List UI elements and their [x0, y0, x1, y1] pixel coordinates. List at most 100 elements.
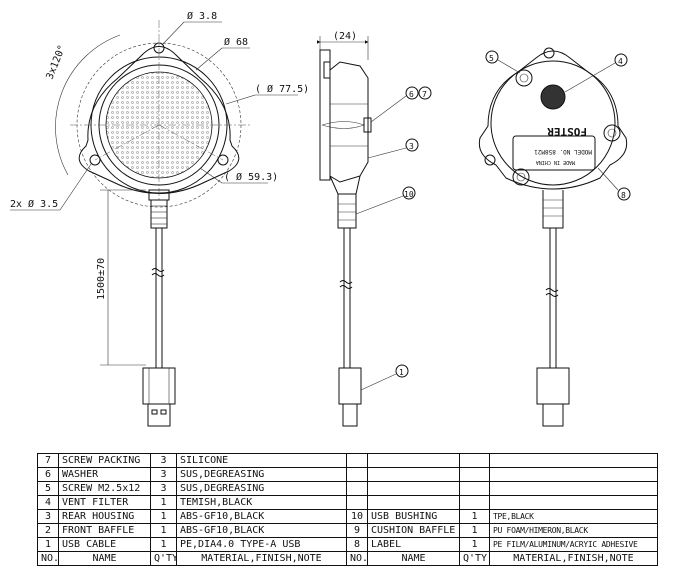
bom-cell-qty [459, 453, 490, 468]
bom-cell-qty: Q'TY [459, 551, 490, 566]
screw-bottom [512, 168, 530, 186]
bom-cell-qty [459, 467, 490, 482]
angle-arc [55, 34, 121, 176]
dim-grill-diameter: Ø 68 [224, 36, 248, 48]
vent-screw-profile [363, 117, 372, 133]
callout-6: 6 [409, 90, 414, 99]
dim-mount-holes: 2x Ø 3.5 [10, 198, 58, 210]
bom-cell-no: 5 [37, 481, 59, 496]
dim-angle: 3x120° [45, 44, 69, 82]
bom-cell-material: TPE,BLACK [489, 509, 658, 524]
rear-housing-circle [490, 60, 616, 186]
bom-cell-qty: 1 [150, 509, 177, 524]
bom-cell-no: 4 [37, 495, 59, 510]
bom-cell-material: ABS-GF10,BLACK [176, 523, 347, 538]
bom-cell-material: SUS,DEGREASING [176, 467, 347, 482]
bom-cell-no [346, 481, 368, 496]
bom-cell-material [489, 481, 658, 496]
dim-cable-length: 1500±70 [96, 258, 107, 300]
bom-cell-qty: 1 [150, 537, 177, 552]
callout-7: 7 [422, 90, 427, 99]
usb-plug-rear [536, 367, 570, 405]
bom-cell-name: LABEL [367, 537, 460, 552]
bom-cell-name: FRONT BAFFLE [58, 523, 151, 538]
bom-cell-no: NO. [37, 551, 59, 566]
bom-cell-qty: 3 [150, 453, 177, 468]
bom-cell-material: PU FOAM/HIMERON,BLACK [489, 523, 658, 538]
usb-bushing-side [337, 194, 357, 229]
bom-cell-name: SCREW M2.5x12 [58, 481, 151, 496]
rear-housing-profile [329, 61, 369, 183]
bom-cell-qty: 1 [150, 523, 177, 538]
bom-cell-qty [459, 481, 490, 496]
bom-cell-no: 2 [37, 523, 59, 538]
bom-cell-material [489, 453, 658, 468]
bom-cell-no: 9 [346, 523, 368, 538]
bom-cell-name [367, 453, 460, 468]
bom-cell-name: USB CABLE [58, 537, 151, 552]
bom-cell-qty: 1 [150, 495, 177, 510]
vent-filter [540, 84, 566, 110]
bom-cell-qty: 3 [150, 481, 177, 496]
screw-right [603, 124, 621, 142]
front-baffle-profile [319, 49, 331, 181]
bom-cell-no [346, 453, 368, 468]
bom-cell-name [367, 481, 460, 496]
mount-hole-right [217, 154, 229, 166]
usb-bushing-rear [542, 190, 564, 229]
side-view: (24) 6 7 3 10 1 [317, 31, 432, 427]
bom-cell-no: 6 [37, 467, 59, 482]
label-model: MODEL NO. 858M21 [534, 148, 592, 155]
dim-baffle-diameter: ( Ø 77.5) [255, 83, 309, 95]
bom-cell-qty: 1 [459, 509, 490, 524]
dim-hole-diameter: Ø 3.8 [187, 10, 217, 22]
bom-cell-name: USB BUSHING [367, 509, 460, 524]
bom-cell-no [346, 467, 368, 482]
bom-cell-no: 3 [37, 509, 59, 524]
bom-cell-name: NAME [58, 551, 151, 566]
bom-cell-material: MATERIAL,FINISH,NOTE [489, 551, 658, 566]
bom-cell-name: SCREW PACKING [58, 453, 151, 468]
callout-1: 1 [399, 368, 404, 377]
bom-cell-material [489, 467, 658, 482]
callout-5: 5 [489, 54, 494, 63]
bom-cell-name: CUSHION BAFFLE [367, 523, 460, 538]
bom-cell-qty: 1 [459, 523, 490, 538]
screw-top [515, 69, 533, 87]
foster-logo: FOSTER [547, 125, 587, 138]
product-label [512, 135, 596, 171]
bom-cell-material: PE FILM/ALUMINUM/ACRYIC ADHESIVE [489, 537, 658, 552]
bom-cell-name [367, 495, 460, 510]
bom-cell-material: SILICONE [176, 453, 347, 468]
bom-cell-qty: 1 [459, 537, 490, 552]
callout-4: 4 [618, 57, 623, 66]
bom-cell-no: NO. [346, 551, 368, 566]
usb-plug-side [338, 367, 362, 405]
bom-cell-name: VENT FILTER [58, 495, 151, 510]
bom-cell-name: REAR HOUSING [58, 509, 151, 524]
front-view: Ø 3.8 Ø 68 ( Ø 77.5) ( Ø 59.3) 2x Ø 3.5 … [10, 10, 309, 427]
bom-cell-material: TEMISH,BLACK [176, 495, 347, 510]
dim-depth: (24) [333, 31, 357, 42]
bom-cell-material: SUS,DEGREASING [176, 481, 347, 496]
bom-cell-no: 7 [37, 453, 59, 468]
bom-cell-qty [459, 495, 490, 510]
bom-cell-no: 10 [346, 509, 368, 524]
callout-8: 8 [621, 191, 626, 200]
bom-cell-material: PE,DIA4.0 TYPE-A USB [176, 537, 347, 552]
bom-cell-name [367, 467, 460, 482]
bom-cell-material: ABS-GF10,BLACK [176, 509, 347, 524]
bom-cell-no: 8 [346, 537, 368, 552]
bom-cell-name: WASHER [58, 467, 151, 482]
bom-cell-material [489, 495, 658, 510]
callout-3: 3 [409, 142, 414, 151]
